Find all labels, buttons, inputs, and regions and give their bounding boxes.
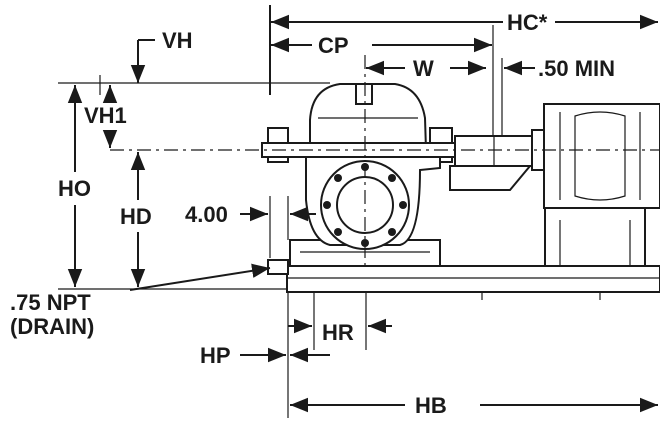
motor: [531, 103, 660, 209]
dim-50min: [501, 58, 535, 136]
dim-hr: [288, 300, 392, 350]
dim-vh: [130, 39, 155, 83]
label-ho: HO: [58, 176, 91, 201]
motor-pedestal: [544, 207, 646, 267]
label-cp: CP: [318, 33, 349, 58]
label-hd: HD: [120, 204, 152, 229]
label-hp: HP: [200, 343, 231, 368]
label-vh1: VH1: [84, 103, 127, 128]
label-hr: HR: [322, 320, 354, 345]
label-hc: HC*: [507, 10, 548, 35]
dim-hc: [269, 5, 658, 95]
label-hb: HB: [415, 393, 447, 418]
label-w: W: [413, 56, 434, 81]
label-50min: .50 MIN: [538, 56, 615, 81]
dim-vh1: [99, 75, 118, 148]
label-vh: VH: [162, 28, 193, 53]
dim-cp: [271, 25, 494, 136]
baseplate: [267, 259, 660, 300]
label-400: 4.00: [185, 202, 228, 227]
dim-hp: [240, 292, 330, 418]
npt-leader: [129, 263, 271, 291]
dim-400: [240, 196, 316, 258]
dim-ho: [58, 82, 330, 290]
label-npt-line2: (DRAIN): [10, 314, 94, 339]
label-npt-line1: .75 NPT: [10, 290, 91, 315]
